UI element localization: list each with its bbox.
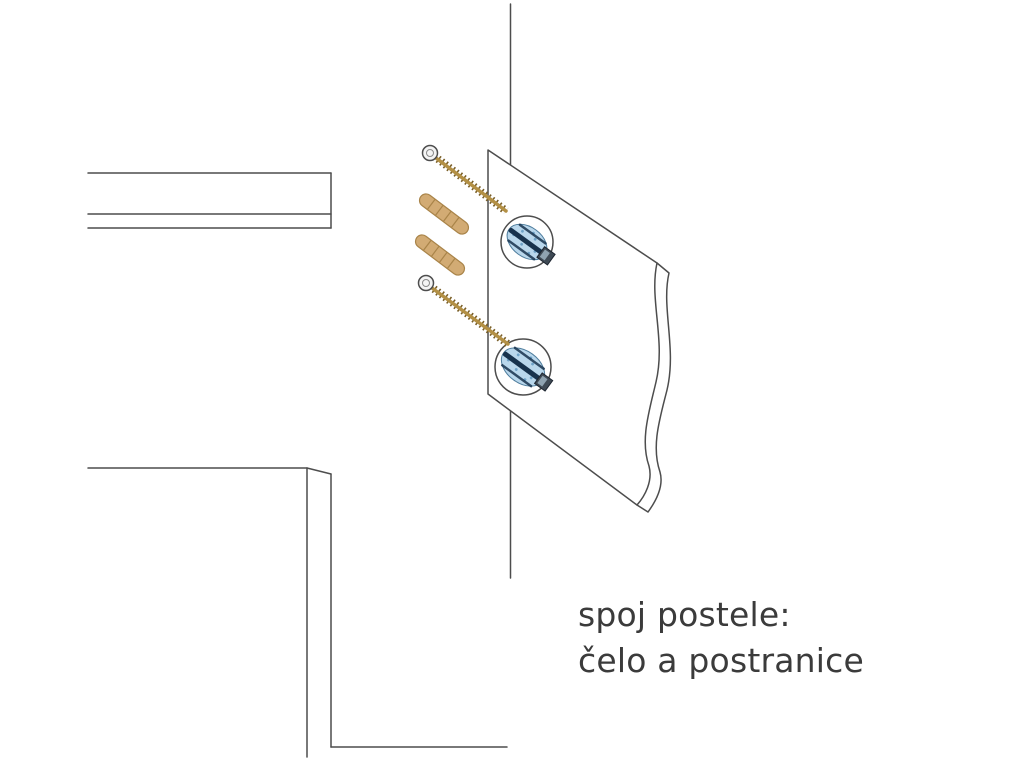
caption-line-2: čelo a postranice xyxy=(578,641,864,680)
dowel-bottom xyxy=(414,234,466,276)
bolt-head-bottom xyxy=(417,274,435,292)
cam-lock-bottom xyxy=(494,338,554,396)
dowel-top xyxy=(418,193,470,235)
bolt-head-top xyxy=(421,144,439,162)
bolt-top xyxy=(421,144,509,215)
caption-line-1: spoj postele: xyxy=(578,595,791,634)
connector-panel xyxy=(487,149,672,513)
top-left-board-outline xyxy=(87,172,332,229)
cam-lock-top xyxy=(500,215,556,269)
bolt-bottom xyxy=(417,274,511,348)
bottom-left-board-outline xyxy=(87,467,508,758)
panel-thickness-edge xyxy=(636,262,672,513)
caption: spoj postele: čelo a postranice xyxy=(578,592,864,684)
